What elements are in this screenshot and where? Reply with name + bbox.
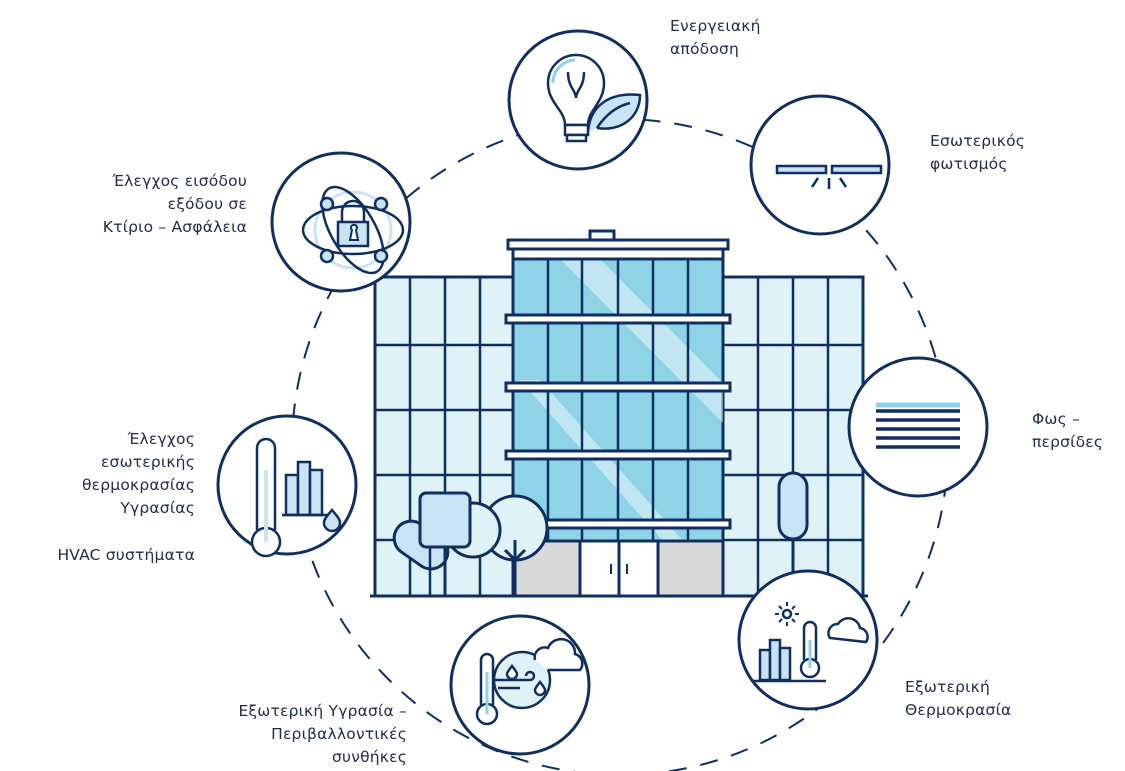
thermometer-chart-drop-icon	[250, 437, 342, 558]
thermometer-wind-rain-icon	[475, 637, 584, 726]
blinds-label: Φως –περσίδες	[1032, 410, 1104, 451]
sun-thermometer-cloud-icon	[752, 602, 869, 683]
building	[370, 229, 868, 598]
ceiling-light-icon	[775, 164, 883, 189]
lightbulb-leaf-icon	[546, 53, 642, 143]
padlock-network-icon	[301, 185, 405, 275]
blinds-circle	[847, 356, 989, 498]
hvac-label: HVAC συστήματα	[57, 546, 195, 564]
blinds-icon	[876, 402, 960, 449]
